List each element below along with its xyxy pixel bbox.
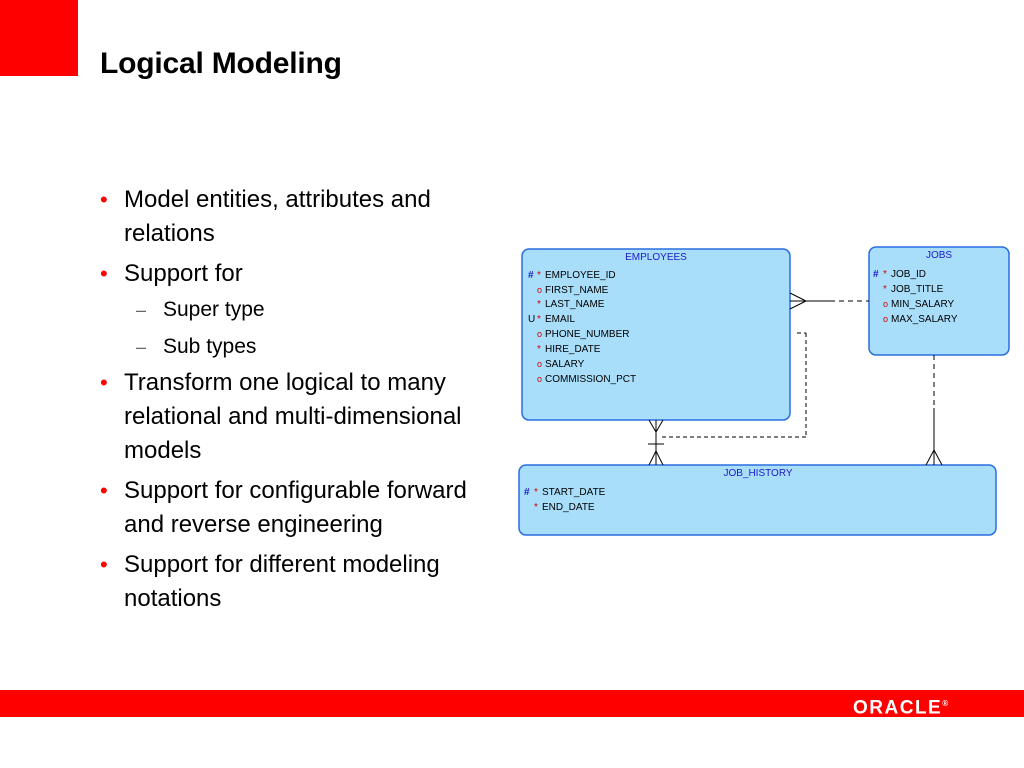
sub-bullet-item: Sub types (100, 332, 510, 362)
svg-text:#: # (528, 270, 534, 281)
entity-title: JOB_HISTORY (723, 468, 792, 479)
entity-title: EMPLOYEES (625, 252, 687, 263)
svg-text:START_DATE: START_DATE (542, 487, 606, 498)
svg-text:HIRE_DATE: HIRE_DATE (545, 344, 601, 355)
attribute-row: # * JOB_ID (873, 269, 926, 280)
bullet-item: Support for (100, 257, 510, 291)
accent-red-square (0, 0, 78, 76)
entity-employees[interactable]: EMPLOYEES # * EMPLOYEE_ID o FIRST_NAME *… (521, 248, 791, 421)
attribute-row: # * EMPLOYEE_ID (528, 270, 616, 281)
svg-text:EMPLOYEE_ID: EMPLOYEE_ID (545, 270, 616, 281)
svg-text:o: o (537, 359, 542, 369)
attribute-row: U * EMAIL (528, 314, 575, 325)
bullet-item: Support for different modeling notations (100, 548, 510, 616)
svg-text:*: * (537, 344, 541, 355)
er-diagram: EMPLOYEES # * EMPLOYEE_ID o FIRST_NAME *… (518, 246, 1010, 536)
svg-text:#: # (524, 487, 530, 498)
oracle-logo: ORACLE® (853, 692, 948, 720)
svg-text:LAST_NAME: LAST_NAME (545, 299, 605, 310)
svg-text:*: * (883, 269, 887, 280)
registered-mark: ® (942, 699, 949, 708)
bullet-item: Model entities, attributes and relations (100, 183, 510, 251)
svg-text:o: o (537, 285, 542, 295)
relationship-employees-job-history[interactable] (648, 419, 664, 466)
bullet-list: Model entities, attributes and relations… (100, 183, 510, 622)
slide-title: Logical Modeling (100, 47, 342, 80)
relationship-employees-manager[interactable] (662, 332, 807, 438)
svg-text:*: * (534, 487, 538, 498)
attribute-row: * END_DATE (534, 502, 595, 513)
attribute-row: o COMMISSION_PCT (537, 374, 636, 385)
logo-text: ORACLE (853, 697, 943, 719)
sub-bullet-item: Super type (100, 295, 510, 325)
attribute-row: o SALARY (537, 359, 585, 370)
svg-text:*: * (537, 270, 541, 281)
svg-text:o: o (883, 314, 888, 324)
bullet-item: Support for configurable forward and rev… (100, 474, 510, 542)
relationship-jobs-job-history[interactable] (925, 355, 943, 466)
entity-title: JOBS (926, 250, 952, 261)
svg-text:*: * (883, 284, 887, 295)
svg-text:U: U (528, 314, 535, 325)
svg-text:JOB_ID: JOB_ID (891, 269, 926, 280)
attribute-row: * LAST_NAME (537, 299, 605, 310)
svg-text:o: o (883, 299, 888, 309)
svg-text:END_DATE: END_DATE (542, 502, 595, 513)
attribute-row: * JOB_TITLE (883, 284, 944, 295)
svg-text:MIN_SALARY: MIN_SALARY (891, 299, 955, 310)
svg-text:*: * (534, 502, 538, 513)
svg-text:o: o (537, 374, 542, 384)
svg-text:EMAIL: EMAIL (545, 314, 575, 325)
attribute-row: o FIRST_NAME (537, 285, 609, 296)
entity-job-history[interactable]: JOB_HISTORY # * START_DATE * END_DATE (518, 464, 997, 536)
relationship-employees-jobs[interactable] (789, 292, 869, 310)
svg-text:JOB_TITLE: JOB_TITLE (891, 284, 944, 295)
svg-text:SALARY: SALARY (545, 359, 585, 370)
svg-text:#: # (873, 269, 879, 280)
svg-text:FIRST_NAME: FIRST_NAME (545, 285, 609, 296)
svg-text:o: o (537, 329, 542, 339)
attribute-row: o MAX_SALARY (883, 314, 958, 325)
attribute-row: o MIN_SALARY (883, 299, 955, 310)
entity-jobs[interactable]: JOBS # * JOB_ID * JOB_TITLE o MIN_SALARY… (868, 246, 1010, 356)
footer-bar (0, 690, 1024, 717)
svg-text:*: * (537, 299, 541, 310)
svg-text:COMMISSION_PCT: COMMISSION_PCT (545, 374, 636, 385)
svg-text:PHONE_NUMBER: PHONE_NUMBER (545, 329, 629, 340)
svg-text:MAX_SALARY: MAX_SALARY (891, 314, 958, 325)
attribute-row: # * START_DATE (524, 487, 606, 498)
svg-text:*: * (537, 314, 541, 325)
bullet-item: Transform one logical to many relational… (100, 366, 510, 468)
attribute-row: o PHONE_NUMBER (537, 329, 629, 340)
attribute-row: * HIRE_DATE (537, 344, 601, 355)
